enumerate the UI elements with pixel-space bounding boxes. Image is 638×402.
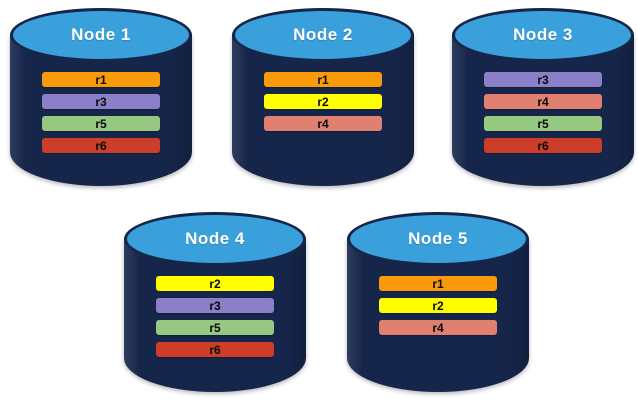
- node-title: Node 5: [408, 229, 468, 248]
- replica-label: r3: [209, 298, 221, 313]
- replica-label: r2: [317, 94, 329, 109]
- cylinder-top-disc: Node 2: [232, 8, 414, 62]
- replica-bar[interactable]: r1: [42, 72, 160, 87]
- replica-bar[interactable]: r2: [264, 94, 382, 109]
- replica-bar[interactable]: r4: [264, 116, 382, 131]
- replica-list: r1 r2 r4: [379, 276, 497, 342]
- replica-label: r1: [317, 72, 329, 87]
- node-title: Node 1: [71, 25, 131, 44]
- replica-list: r1 r3 r5 r6: [42, 72, 160, 160]
- replica-bar[interactable]: r6: [484, 138, 602, 153]
- replica-label: r5: [209, 320, 221, 335]
- node-cylinder[interactable]: r3 r4 r5 r6 Node 3: [452, 8, 634, 186]
- node-title: Node 2: [293, 25, 353, 44]
- replica-label: r3: [537, 72, 549, 87]
- cylinder-top-disc: Node 3: [452, 8, 634, 62]
- replica-label: r4: [432, 320, 444, 335]
- node-title: Node 4: [185, 229, 245, 248]
- replica-list: r1 r2 r4: [264, 72, 382, 138]
- node-title: Node 3: [513, 25, 573, 44]
- cylinder-top-disc: Node 1: [10, 8, 192, 62]
- replica-label: r6: [95, 138, 107, 153]
- replica-bar[interactable]: r6: [42, 138, 160, 153]
- cylinder-top-disc: Node 5: [347, 212, 529, 266]
- replica-bar[interactable]: r3: [156, 298, 274, 313]
- replica-label: r6: [209, 342, 221, 357]
- replica-label: r3: [95, 94, 107, 109]
- replica-bar[interactable]: r5: [156, 320, 274, 335]
- replica-bar[interactable]: r1: [379, 276, 497, 291]
- replica-bar[interactable]: r2: [379, 298, 497, 313]
- replica-label: r5: [95, 116, 107, 131]
- replica-bar[interactable]: r5: [42, 116, 160, 131]
- node-cylinder[interactable]: r1 r2 r4 Node 5: [347, 212, 529, 392]
- replica-label: r5: [537, 116, 549, 131]
- cylinder-top-disc: Node 4: [124, 212, 306, 266]
- replica-label: r4: [317, 116, 329, 131]
- replica-label: r2: [209, 276, 221, 291]
- replica-label: r1: [95, 72, 107, 87]
- replica-bar[interactable]: r4: [379, 320, 497, 335]
- replica-label: r1: [432, 276, 444, 291]
- replica-bar[interactable]: r3: [484, 72, 602, 87]
- replica-label: r6: [537, 138, 549, 153]
- replica-label: r2: [432, 298, 444, 313]
- node-cylinder[interactable]: r1 r2 r4 Node 2: [232, 8, 414, 186]
- replica-bar[interactable]: r1: [264, 72, 382, 87]
- replica-bar[interactable]: r5: [484, 116, 602, 131]
- replica-bar[interactable]: r2: [156, 276, 274, 291]
- replica-bar[interactable]: r6: [156, 342, 274, 357]
- replica-bar[interactable]: r4: [484, 94, 602, 109]
- replica-list: r2 r3 r5 r6: [156, 276, 274, 364]
- node-cylinder[interactable]: r2 r3 r5 r6 Node 4: [124, 212, 306, 392]
- replica-list: r3 r4 r5 r6: [484, 72, 602, 160]
- node-cylinder[interactable]: r1 r3 r5 r6 Node 1: [10, 8, 192, 186]
- replica-label: r4: [537, 94, 549, 109]
- replica-bar[interactable]: r3: [42, 94, 160, 109]
